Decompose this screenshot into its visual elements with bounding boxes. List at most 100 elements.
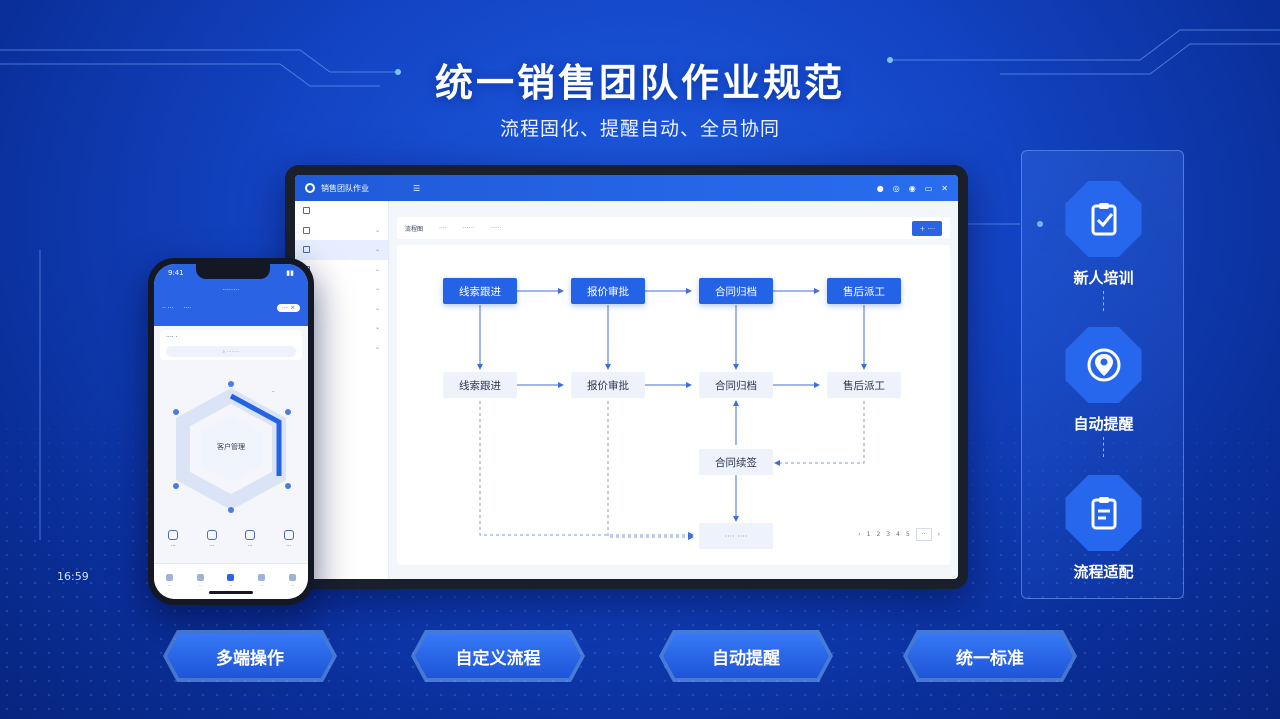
pager-page[interactable]: 4 xyxy=(896,531,900,538)
home-icon xyxy=(303,207,310,215)
clipboard-check-icon xyxy=(1065,181,1142,257)
flow-node-mid-3[interactable]: 合同归档 xyxy=(699,372,773,398)
tag-multi-device: 多端操作 xyxy=(167,634,333,678)
flow-node-top-4[interactable]: 售后派工 xyxy=(827,278,901,304)
flow-node-top-2[interactable]: 报价审批 xyxy=(571,278,645,304)
pager-next[interactable]: › xyxy=(937,531,940,538)
pagination: ‹ 1 2 3 4 5 ·· › xyxy=(858,528,940,541)
flow-node-top-3[interactable]: 合同归档 xyxy=(699,278,773,304)
document-list-icon xyxy=(1065,475,1142,551)
feature-label: 流程适配 xyxy=(1073,563,1134,581)
svg-text:·: · xyxy=(272,388,274,396)
pager-prev[interactable]: ‹ xyxy=(858,531,861,538)
phone-action[interactable]: ··· xyxy=(283,530,294,549)
list-icon xyxy=(196,574,204,581)
window-minimize-icon[interactable]: ▭ xyxy=(924,183,933,193)
phone-search-input[interactable]: ⌕ ········ xyxy=(166,346,296,357)
flow-node-extra[interactable]: 合同续签 xyxy=(699,449,773,475)
chat-icon xyxy=(206,530,217,540)
page-subtitle: 流程固化、提醒自动、全员协同 xyxy=(499,118,780,140)
calendar-icon xyxy=(245,530,256,540)
breadcrumb xyxy=(397,207,950,217)
nav-item-active[interactable]: ·· xyxy=(227,574,235,589)
phone-app-title: ········ xyxy=(222,286,240,294)
sidebar-item[interactable] xyxy=(295,201,388,221)
feature-process-fit: 流程适配 xyxy=(1022,475,1185,582)
side-number: 16:59 xyxy=(57,570,89,583)
phone-tab[interactable]: ···· xyxy=(183,304,192,312)
message-icon xyxy=(258,574,266,581)
flow-icon xyxy=(303,246,310,254)
home-indicator xyxy=(209,591,253,594)
tag-auto-reminder: 自动提醒 xyxy=(663,634,829,678)
user-avatar[interactable]: ◉ xyxy=(908,183,916,193)
pager-page[interactable]: 3 xyxy=(886,531,891,538)
app-logo-icon xyxy=(305,183,315,193)
nav-item[interactable]: ·· xyxy=(258,574,266,589)
phone-quick-actions: ··· ··· ··· ··· xyxy=(154,530,308,549)
tag-unified-standard: 统一标准 xyxy=(907,634,1073,678)
nav-item[interactable]: ·· xyxy=(289,574,297,589)
tab[interactable]: ···· xyxy=(439,224,447,232)
help-icon[interactable]: ◎ xyxy=(892,183,900,193)
battery-icon: ▮▮ xyxy=(286,269,294,277)
flow-connectors xyxy=(477,288,867,540)
list-icon xyxy=(303,226,310,234)
chevron-down-icon: ⌄ xyxy=(374,343,380,351)
chevron-down-icon: ⌄ xyxy=(374,285,380,293)
tab-flowchart[interactable]: 流程图 xyxy=(405,225,424,233)
pager-page[interactable]: 1 xyxy=(866,531,871,538)
pager-page[interactable]: 2 xyxy=(876,531,881,538)
nav-item[interactable]: ·· xyxy=(196,574,204,589)
phone-search-card: ···· · ⌕ ········ xyxy=(160,330,302,360)
phone-time: 9:41 xyxy=(168,269,184,277)
home-icon xyxy=(165,574,173,581)
clipboard-icon xyxy=(168,530,179,540)
menu-icon[interactable]: ☰ xyxy=(413,183,421,193)
chevron-down-icon: ⌄ xyxy=(374,304,380,312)
flow-node-top-1[interactable]: 线索跟进 xyxy=(443,278,517,304)
tab[interactable]: ······ xyxy=(490,224,502,232)
phone-tab[interactable]: ·· ··· xyxy=(162,304,174,312)
app-topbar: 销售团队作业 ☰ ● ◎ ◉ ▭ ✕ xyxy=(295,175,958,201)
phone-notch xyxy=(196,264,270,279)
phone-action[interactable]: ··· xyxy=(168,530,179,549)
flow-icon xyxy=(227,574,235,581)
phone-device: 9:41 ▮▮ ········ ·· ··· ···· ···· × ····… xyxy=(148,258,314,605)
location-pin-icon xyxy=(1065,327,1142,403)
new-flow-button[interactable]: ＋ ···· xyxy=(912,220,942,236)
sidebar-item[interactable]: ⌄ xyxy=(295,221,388,241)
tab[interactable]: ······ xyxy=(462,224,475,232)
page-size-select[interactable]: ·· xyxy=(915,528,932,541)
phone-filter-button[interactable]: ···· × xyxy=(276,304,300,312)
flow-node-mid-4[interactable]: 售后派工 xyxy=(827,372,901,398)
user-icon xyxy=(283,530,294,540)
pager-page[interactable]: 5 xyxy=(905,531,910,538)
flow-node-mid-1[interactable]: 线索跟进 xyxy=(443,372,517,398)
close-icon[interactable]: ✕ xyxy=(941,183,948,193)
phone-action[interactable]: ··· xyxy=(245,530,256,549)
phone-header: ········ ·· ··· ···· ···· × xyxy=(154,282,308,326)
profile-icon xyxy=(289,574,297,581)
phone-center-label: 客户管理 xyxy=(217,443,245,451)
notification-icon[interactable]: ● xyxy=(876,183,884,193)
chevron-down-icon: ⌄ xyxy=(374,265,380,273)
nav-item[interactable]: ·· xyxy=(165,574,173,589)
phone-hexagon-ring: · xyxy=(173,381,291,513)
app-main: 流程图 ···· ······ ······ ＋ ···· xyxy=(389,201,958,579)
tab-bar: 流程图 ···· ······ ······ ＋ ···· xyxy=(397,217,950,239)
phone-card-title: ···· · xyxy=(166,334,178,341)
flowchart-canvas: 线索跟进 报价审批 合同归档 售后派工 线索跟进 报价审批 合同归档 售后派工 … xyxy=(397,245,950,565)
app-title: 销售团队作业 xyxy=(321,183,369,193)
tablet-screen: 销售团队作业 ☰ ● ◎ ◉ ▭ ✕ ⌄ ⌄ ⌄ ⌄ ⌄ ⌄ ⌄ 流程图 ···… xyxy=(295,175,958,579)
phone-screen: 9:41 ▮▮ ········ ·· ··· ···· ···· × ····… xyxy=(154,264,308,599)
flow-node-end[interactable]: ···· ···· xyxy=(699,523,773,549)
phone-action[interactable]: ··· xyxy=(206,530,217,549)
sidebar-item-active[interactable]: ⌄ xyxy=(295,240,388,260)
tag-custom-flow: 自定义流程 xyxy=(415,634,581,678)
connector-line xyxy=(1103,437,1104,457)
flow-node-mid-2[interactable]: 报价审批 xyxy=(571,372,645,398)
page-title: 统一销售团队作业规范 xyxy=(434,61,845,105)
feature-reminder: 自动提醒 xyxy=(1022,327,1185,434)
feature-label: 新人培训 xyxy=(1073,269,1134,287)
